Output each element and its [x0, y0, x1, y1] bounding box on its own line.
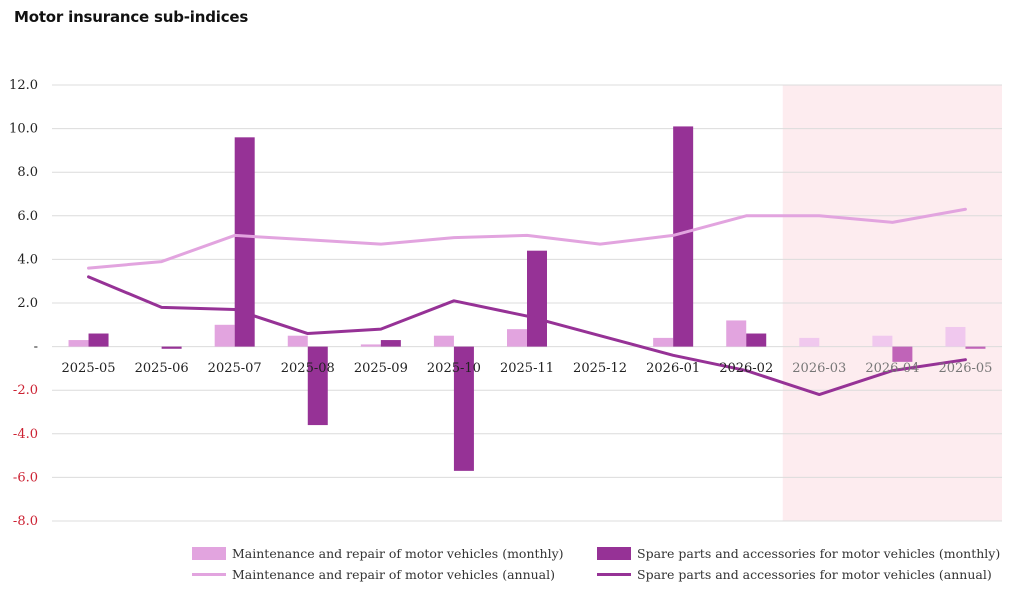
legend-swatch-maintenance-monthly	[192, 547, 226, 560]
legend-item-maintenance-annual: Maintenance and repair of motor vehicles…	[192, 567, 597, 582]
bar-spare-parts-monthly-2025-11	[527, 250, 547, 347]
y-tick-label-8: -4.0	[13, 427, 38, 442]
y-tick-label-3: 6.0	[17, 209, 38, 224]
legend-item-spare-parts-monthly: Spare parts and accessories for motor ve…	[597, 546, 1007, 561]
x-tick-label-2026-04: 2026-04	[865, 361, 919, 376]
legend-swatch-maintenance-annual	[192, 573, 226, 576]
legend-swatch-spare-parts-annual	[597, 573, 631, 576]
chart-plot: 12.0 10.0 8.0 6.0 4.0 2.0 - -2.0 -4.0 -6.0 -8.0 202…	[9, 78, 1002, 529]
bar-maintenance-monthly-2025-08	[287, 335, 308, 347]
bar-spare-parts-monthly-2025-10	[453, 346, 474, 471]
bar-spare-parts-monthly-2025-07	[234, 137, 255, 347]
bar-spare-parts-monthly-2025-09	[380, 340, 401, 347]
x-tick-label-2025-09: 2025-09	[354, 361, 408, 376]
x-tick-label-2025-11: 2025-11	[500, 361, 554, 376]
bar-maintenance-monthly-2025-07	[214, 324, 235, 347]
x-tick-label-2025-10: 2025-10	[427, 361, 481, 376]
y-tick-label-1: 10.0	[9, 122, 38, 137]
x-tick-label-2025-06: 2025-06	[135, 361, 189, 376]
y-tick-label-5: 2.0	[17, 296, 38, 311]
x-tick-label-2026-03: 2026-03	[792, 361, 846, 376]
y-tick-label-6: -	[34, 340, 38, 355]
bar-maintenance-monthly-2026-05	[945, 326, 966, 347]
chart-legend: Maintenance and repair of motor vehicles…	[192, 546, 1012, 582]
legend-item-maintenance-monthly: Maintenance and repair of motor vehicles…	[192, 546, 597, 561]
legend-label-spare-parts-monthly: Spare parts and accessories for motor ve…	[637, 546, 1001, 561]
bar-spare-parts-monthly-2026-01	[673, 126, 694, 347]
bar-spare-parts-monthly-2025-06	[161, 346, 182, 349]
bar-maintenance-monthly-2026-02	[726, 320, 747, 347]
bar-maintenance-monthly-2026-01	[653, 337, 674, 347]
bar-spare-parts-monthly-2026-02	[746, 333, 767, 347]
legend-label-maintenance-annual: Maintenance and repair of motor vehicles…	[232, 567, 555, 582]
bar-spare-parts-monthly-2026-05	[965, 346, 986, 349]
chart-title: Motor insurance sub-indices	[14, 8, 249, 26]
x-tick-label-2026-05: 2026-05	[938, 361, 992, 376]
x-tick-label-2025-07: 2025-07	[208, 361, 262, 376]
y-tick-label-7: -2.0	[13, 383, 38, 398]
x-tick-label-2026-02: 2026-02	[719, 361, 773, 376]
y-tick-label-4: 4.0	[17, 252, 38, 267]
bar-maintenance-monthly-2026-04	[872, 335, 893, 347]
y-tick-label-9: -6.0	[13, 470, 38, 485]
bar-spare-parts-monthly-2025-08	[307, 346, 328, 426]
bar-spare-parts-monthly-2025-05	[88, 333, 109, 347]
bar-maintenance-monthly-2025-11	[507, 329, 527, 347]
y-tick-label-2: 8.0	[17, 165, 38, 180]
line-maintenance-annual	[87, 207, 967, 270]
bar-maintenance-monthly-2026-03	[799, 337, 820, 347]
legend-item-spare-parts-annual: Spare parts and accessories for motor ve…	[597, 567, 1007, 582]
line-spare-parts-annual	[87, 275, 967, 397]
x-tick-label-2026-01: 2026-01	[646, 361, 700, 376]
x-tick-label-2025-05: 2025-05	[62, 361, 116, 376]
bar-spare-parts-monthly-2026-04	[892, 346, 913, 362]
bar-maintenance-monthly-2025-10	[433, 335, 454, 347]
bar-maintenance-monthly-2025-05	[68, 340, 89, 347]
legend-label-maintenance-monthly: Maintenance and repair of motor vehicles…	[232, 546, 564, 561]
bar-maintenance-monthly-2025-09	[360, 344, 381, 347]
legend-swatch-spare-parts-monthly	[597, 547, 631, 560]
x-tick-label-2025-12: 2025-12	[573, 361, 627, 376]
legend-label-spare-parts-annual: Spare parts and accessories for motor ve…	[637, 567, 992, 582]
y-tick-label-0: 12.0	[9, 78, 38, 93]
y-tick-label-10: -8.0	[13, 514, 38, 529]
x-tick-label-2025-08: 2025-08	[281, 361, 335, 376]
